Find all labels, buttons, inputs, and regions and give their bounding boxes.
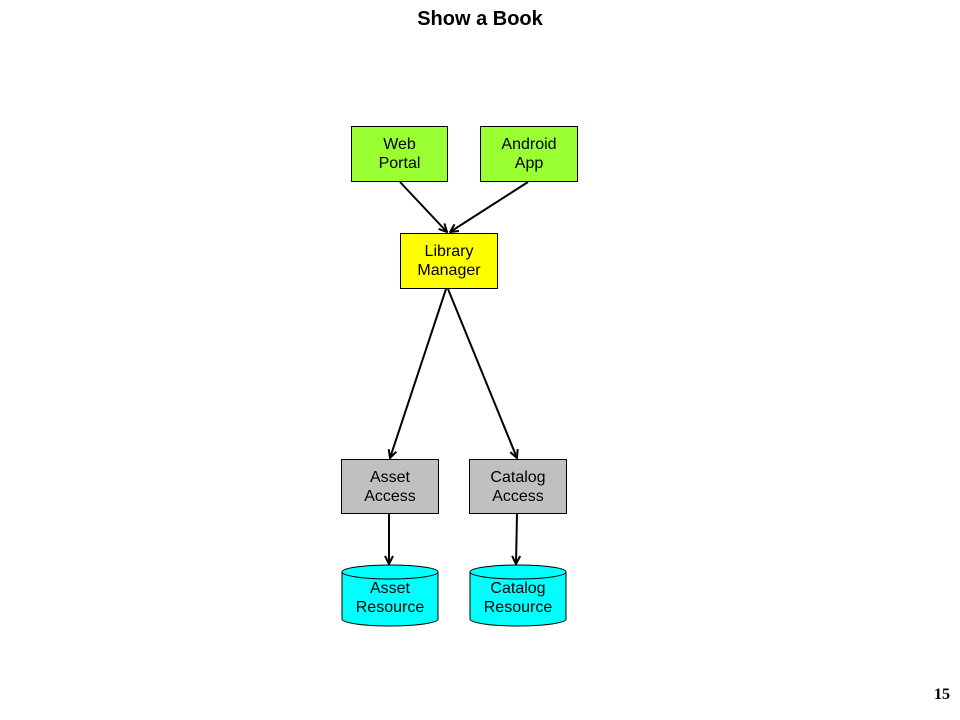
node-label-line1: Asset	[369, 580, 410, 597]
library-manager-node: Library Manager	[400, 233, 498, 289]
catalog-access-node: Catalog Access	[469, 459, 567, 514]
node-label-line2: Manager	[417, 262, 481, 279]
android-app-node: Android App	[480, 126, 578, 182]
node-label-line2: Resource	[355, 599, 425, 616]
node-label-line2: Resource	[483, 599, 553, 616]
node-label-line1: Web	[383, 136, 416, 153]
database-cylinder-icon	[469, 564, 567, 627]
database-cylinder-icon	[341, 564, 439, 627]
arrow-catalog-access-to-catalog-resource	[516, 513, 517, 564]
node-label-line2: App	[514, 155, 544, 172]
arrow-library-manager-to-asset-access	[390, 288, 447, 458]
node-label-line1: Asset	[369, 468, 410, 486]
node-label-line1: Catalog	[490, 468, 546, 486]
asset-resource-database: Asset Resource	[341, 564, 439, 628]
node-label-line2: Access	[492, 487, 544, 505]
catalog-resource-database: Catalog Resource	[469, 564, 567, 628]
arrow-web-portal-to-library-manager	[399, 181, 447, 232]
arrow-android-app-to-library-manager	[450, 181, 529, 232]
page-title: Show a Book	[417, 8, 543, 30]
node-label-line1: Library	[424, 243, 474, 260]
arrow-library-manager-to-catalog-access	[447, 288, 517, 458]
node-label-line2: Access	[364, 487, 416, 505]
node-label-line1: Catalog	[490, 580, 546, 597]
page-number: 15	[934, 686, 950, 703]
web-portal-node: Web Portal	[351, 126, 448, 182]
node-label-line2: Portal	[378, 155, 421, 172]
node-label-line1: Android	[501, 136, 557, 153]
asset-access-node: Asset Access	[341, 459, 439, 514]
